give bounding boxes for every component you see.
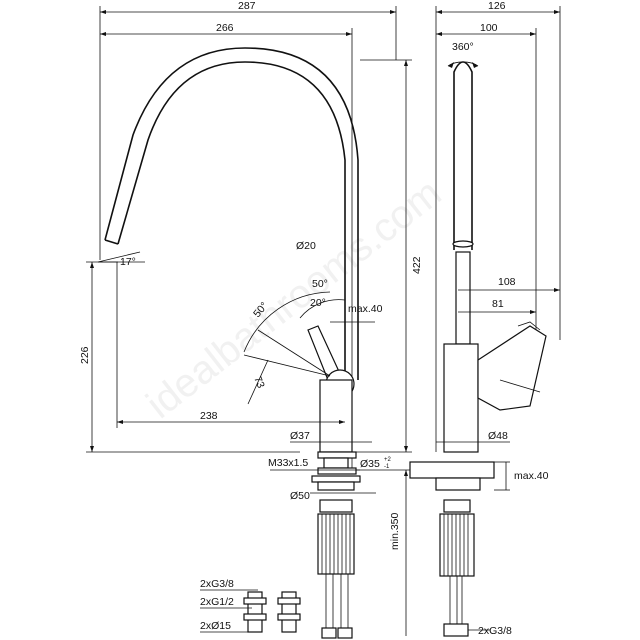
dim-max-lever: max.40 xyxy=(348,303,383,315)
dim-side-depth: 126 xyxy=(488,0,506,12)
dim-side-108: 108 xyxy=(498,276,516,288)
dim-swivel: 360° xyxy=(452,41,474,53)
dim-conn-2: 2xG1/2 xyxy=(200,596,234,608)
dim-conn-1: 2xG3/8 xyxy=(200,578,234,590)
dim-lever-angle-1: 50° xyxy=(312,278,328,290)
dim-side-81: 81 xyxy=(492,298,504,310)
dim-side-spout-depth: 100 xyxy=(480,22,498,34)
dim-body-dia: Ø37 xyxy=(290,430,310,442)
connectors xyxy=(200,589,301,633)
dim-thread: M33x1.5 xyxy=(268,457,308,469)
front-view xyxy=(86,6,412,639)
dim-min-length: min.350 xyxy=(389,512,401,550)
dim-spout-angle: 17° xyxy=(120,256,136,268)
dim-height-total: 422 xyxy=(411,256,423,274)
dim-reach: 238 xyxy=(200,410,218,422)
dim-hole-tol-minus: -1 xyxy=(384,464,390,470)
shank-threads xyxy=(317,513,355,575)
dim-base-dia: Ø50 xyxy=(290,490,310,502)
dim-width-spout: 266 xyxy=(216,22,234,34)
dim-hole-tol-plus: +2 xyxy=(384,457,392,463)
dim-width-total: 287 xyxy=(238,0,256,12)
dim-hole-dia: Ø35 xyxy=(360,458,380,470)
side-view xyxy=(409,6,561,637)
dim-spout-dia: Ø20 xyxy=(296,240,316,252)
dim-conn-3: 2xØ15 xyxy=(200,620,231,632)
dim-lever-length: 73 xyxy=(251,375,267,390)
watermark: idealbathrooms.com xyxy=(138,171,449,427)
dim-lever-angle-3: 20° xyxy=(310,297,326,309)
dim-side-max40: max.40 xyxy=(514,470,549,482)
dim-side-body-dia: Ø48 xyxy=(488,430,508,442)
dim-height-spout: 226 xyxy=(79,346,91,364)
dim-side-conn: 2xG3/8 xyxy=(478,625,512,637)
